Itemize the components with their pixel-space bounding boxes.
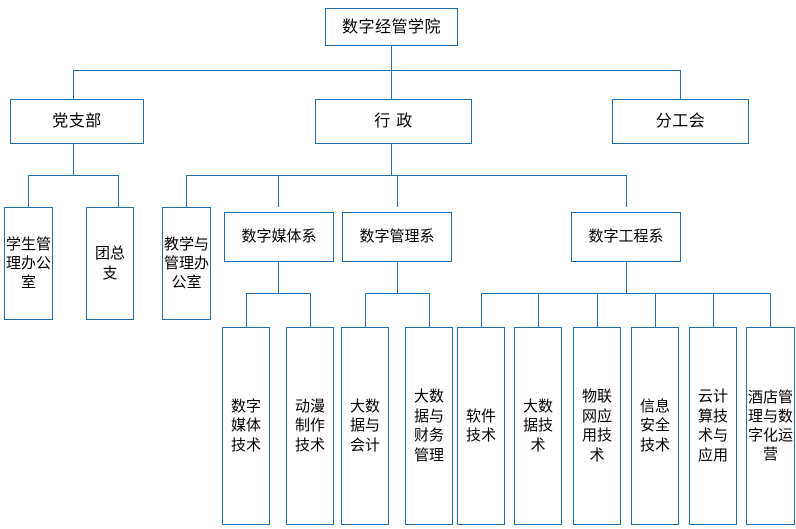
node-big-data-finance-management-label: 大数据与财务管理 — [413, 387, 444, 464]
connector-drop-youth-league-branch — [118, 175, 119, 207]
node-administration[interactable]: 行 政 — [315, 99, 472, 144]
connector-drop-digital-media-tech — [246, 293, 247, 327]
connector-drop-hotel-management-digital-ops — [770, 293, 771, 327]
node-big-data-accounting[interactable]: 大数据与会计 — [341, 327, 389, 525]
connector-drop-union — [680, 70, 681, 99]
node-union-label: 分工会 — [655, 111, 706, 131]
connector-party-branch-bus — [28, 175, 118, 176]
node-big-data-tech-label: 大数据技术 — [522, 396, 553, 454]
node-youth-league-branch-label: 团总支 — [94, 244, 125, 282]
connector-drop-iot-application-tech — [597, 293, 598, 327]
node-party-branch[interactable]: 党支部 — [10, 99, 144, 144]
node-digital-management-dept-label: 数字管理系 — [359, 227, 435, 246]
connector-digital-management-dept-stem — [397, 262, 398, 293]
node-digital-media-dept[interactable]: 数字媒体系 — [224, 212, 334, 262]
node-iot-application-tech[interactable]: 物联网应用技术 — [573, 327, 621, 525]
connector-party-branch-stem — [73, 144, 74, 175]
node-union[interactable]: 分工会 — [612, 99, 749, 144]
node-information-security-tech-label: 信息安全技术 — [639, 396, 670, 454]
node-hotel-management-digital-ops[interactable]: 酒店管理与数字化运营 — [746, 327, 795, 525]
node-party-branch-label: 党支部 — [52, 111, 102, 131]
connector-administration-bus — [186, 175, 626, 176]
connector-drop-digital-management-dept — [397, 175, 398, 207]
node-student-affairs-office-label: 学生管理办公室 — [6, 234, 52, 292]
connector-level2-bus — [73, 70, 681, 71]
node-animation-production-tech-label: 动漫制作技术 — [294, 396, 325, 454]
connector-drop-student-affairs-office — [28, 175, 29, 207]
node-animation-production-tech[interactable]: 动漫制作技术 — [286, 327, 334, 525]
node-software-tech[interactable]: 软件技术 — [457, 327, 505, 525]
node-digital-engineering-dept[interactable]: 数字工程系 — [571, 212, 681, 262]
connector-digital-engineering-dept-stem — [626, 262, 627, 293]
connector-drop-software-tech — [481, 293, 482, 327]
node-teaching-admin-office-label: 教学与管理办公室 — [164, 234, 210, 292]
node-software-tech-label: 软件技术 — [465, 406, 496, 445]
connector-digital-media-dept-bus — [246, 293, 310, 294]
connector-digital-media-dept-stem — [278, 262, 279, 293]
node-root-label: 数字经管学院 — [341, 16, 441, 36]
node-student-affairs-office[interactable]: 学生管理办公室 — [4, 207, 53, 320]
connector-drop-teaching-admin-office — [186, 175, 187, 207]
connector-drop-cloud-computing-tech — [713, 293, 714, 327]
connector-digital-engineering-dept-bus — [481, 293, 770, 294]
connector-drop-administration — [391, 70, 392, 99]
connector-root-stem — [391, 46, 392, 70]
connector-administration-stem — [391, 144, 392, 175]
connector-drop-big-data-accounting — [365, 293, 366, 327]
node-youth-league-branch[interactable]: 团总支 — [86, 207, 134, 320]
node-digital-media-tech-label: 数字媒体技术 — [230, 396, 261, 454]
node-iot-application-tech-label: 物联网应用技术 — [581, 387, 612, 464]
node-digital-management-dept[interactable]: 数字管理系 — [342, 212, 452, 262]
connector-drop-party-branch — [73, 70, 74, 99]
node-digital-media-tech[interactable]: 数字媒体技术 — [222, 327, 270, 525]
connector-drop-information-security-tech — [655, 293, 656, 327]
connector-drop-big-data-tech — [538, 293, 539, 327]
node-hotel-management-digital-ops-label: 酒店管理与数字化运营 — [748, 387, 794, 464]
connector-drop-animation-production-tech — [310, 293, 311, 327]
node-information-security-tech[interactable]: 信息安全技术 — [631, 327, 679, 525]
connector-drop-digital-engineering-dept — [626, 175, 627, 207]
connector-digital-management-dept-bus — [365, 293, 429, 294]
connector-drop-big-data-finance-management — [429, 293, 430, 327]
node-root[interactable]: 数字经管学院 — [325, 8, 458, 46]
node-cloud-computing-tech[interactable]: 云计算技术与应用 — [689, 327, 737, 525]
node-big-data-accounting-label: 大数据与会计 — [349, 396, 380, 454]
node-teaching-admin-office[interactable]: 教学与管理办公室 — [162, 207, 211, 320]
node-big-data-finance-management[interactable]: 大数据与财务管理 — [405, 327, 453, 525]
node-cloud-computing-tech-label: 云计算技术与应用 — [697, 387, 728, 464]
node-digital-engineering-dept-label: 数字工程系 — [588, 227, 664, 246]
node-digital-media-dept-label: 数字媒体系 — [241, 227, 317, 246]
connector-drop-digital-media-dept — [278, 175, 279, 207]
node-big-data-tech[interactable]: 大数据技术 — [514, 327, 562, 525]
node-administration-label: 行 政 — [374, 111, 413, 131]
